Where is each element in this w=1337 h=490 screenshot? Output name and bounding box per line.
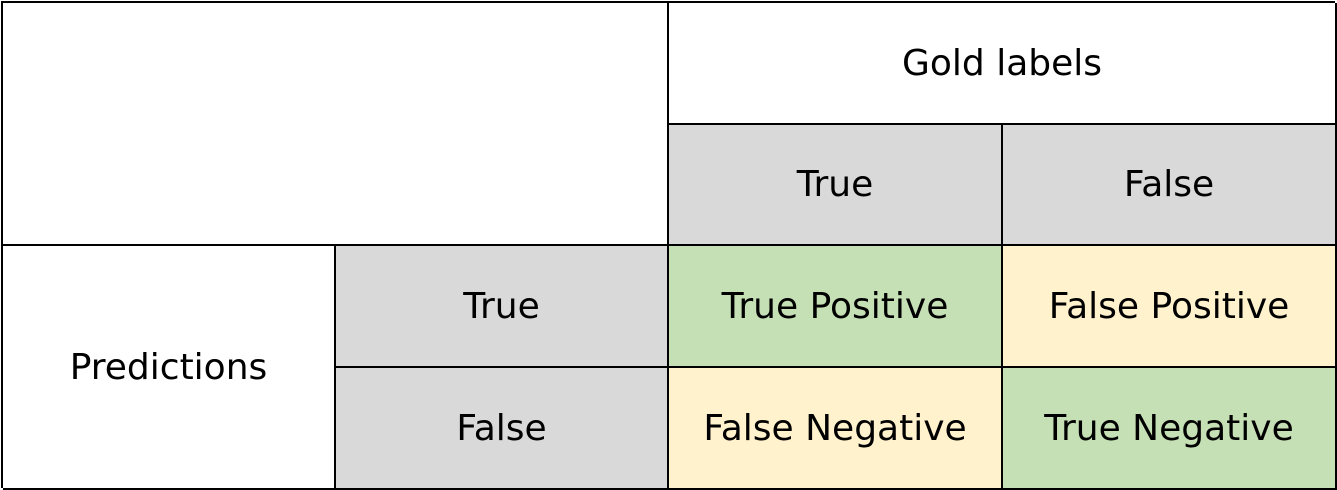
true-positive-cell: True Positive [669,246,1003,368]
gold-labels-header: Gold labels [669,3,1337,125]
empty-corner-cell [3,3,669,246]
false-positive-cell: False Positive [1003,246,1337,368]
prediction-true-header: True [336,246,669,368]
gold-true-header: True [669,125,1003,246]
prediction-false-header: False [336,368,669,490]
false-negative-cell: False Negative [669,368,1003,490]
predictions-header: Predictions [3,246,336,490]
gold-false-header: False [1003,125,1337,246]
true-negative-cell: True Negative [1003,368,1337,490]
